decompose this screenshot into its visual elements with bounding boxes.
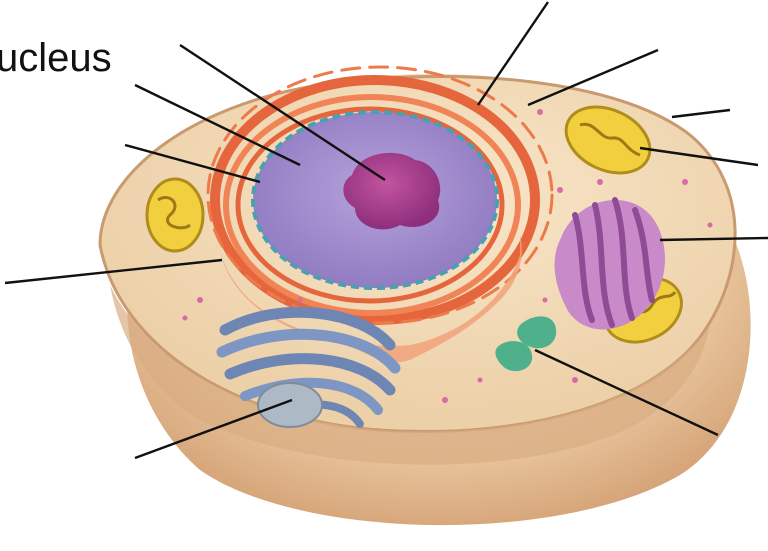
gray-vesicle bbox=[258, 383, 322, 427]
mitochondrion-left bbox=[147, 179, 203, 251]
pointer-membrane bbox=[672, 110, 730, 117]
nucleolus-label: ucleus bbox=[0, 38, 112, 78]
